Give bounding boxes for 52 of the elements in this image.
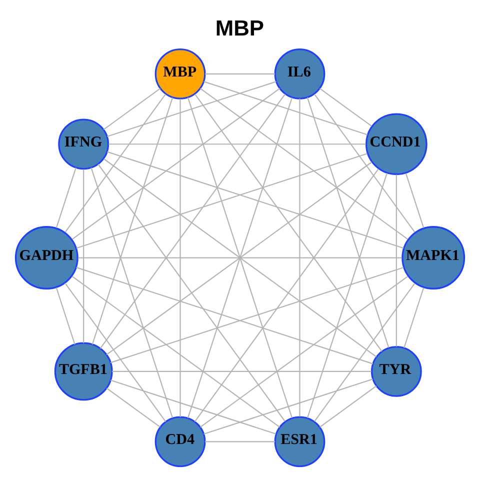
connector <box>180 98 181 417</box>
connector <box>112 370 372 372</box>
connector <box>56 288 76 345</box>
connector <box>83 169 84 344</box>
connector <box>396 174 397 347</box>
connector <box>103 88 161 130</box>
node-circle: MBP <box>154 48 206 100</box>
connector <box>405 173 424 228</box>
connector <box>76 266 374 364</box>
connector <box>404 288 424 348</box>
connector <box>200 276 408 428</box>
connector <box>194 94 382 352</box>
connector <box>72 276 280 428</box>
connector <box>306 97 390 348</box>
connector <box>78 257 402 258</box>
node-circle: IL6 <box>274 48 326 100</box>
connector <box>110 266 404 364</box>
node-circle: TYR <box>370 346 422 397</box>
connector <box>314 283 416 422</box>
connector <box>56 168 76 228</box>
node-circle: CD4 <box>154 416 206 468</box>
connector <box>205 441 276 442</box>
connector <box>64 94 166 233</box>
node-circle: MAPK1 <box>402 226 466 290</box>
connector <box>76 153 368 249</box>
connector <box>107 151 404 249</box>
connector <box>72 88 280 240</box>
connector <box>205 73 276 74</box>
connector <box>64 282 166 422</box>
connector <box>204 378 374 435</box>
node-circle: TGFB1 <box>54 342 113 401</box>
connector <box>314 94 416 233</box>
connector <box>98 164 286 422</box>
node-circle: IFNG <box>58 118 110 170</box>
connector <box>299 98 300 417</box>
connector <box>108 144 366 145</box>
diagram-title: MBP <box>215 15 264 40</box>
connector <box>110 380 276 434</box>
connector <box>90 168 174 418</box>
connector <box>306 173 388 418</box>
connector <box>100 94 286 349</box>
connector <box>319 88 372 127</box>
connector <box>204 81 368 136</box>
node-circle: CCND1 <box>365 113 428 176</box>
node-circle: ESR1 <box>274 416 326 468</box>
connector <box>106 81 276 138</box>
connector <box>106 388 161 428</box>
connector <box>194 168 379 422</box>
node-circle: GAPDH <box>14 226 78 290</box>
connector <box>92 97 174 345</box>
connector <box>319 386 377 428</box>
connector <box>200 88 408 240</box>
